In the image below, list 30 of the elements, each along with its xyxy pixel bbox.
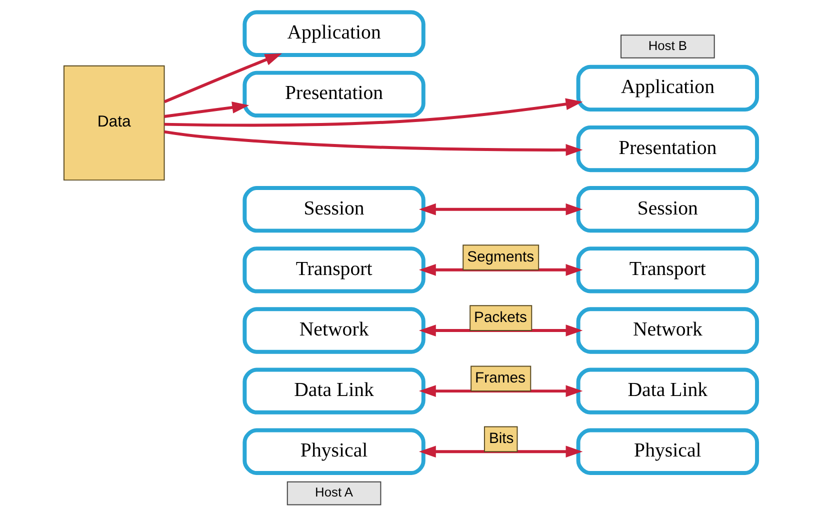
arrow <box>164 130 582 156</box>
arrow <box>418 385 582 397</box>
arrow <box>164 102 249 118</box>
node-box: Network <box>242 307 425 354</box>
edge-label: Frames <box>474 370 525 387</box>
edge-label: Segments <box>466 249 534 266</box>
node-box: Physical <box>242 428 425 475</box>
node-box: Transport <box>576 246 759 294</box>
node-box: Network <box>576 307 759 354</box>
arrow <box>418 324 582 336</box>
node-box: Data Link <box>242 368 425 414</box>
node-box: Presentation <box>242 70 425 118</box>
node-box: Application <box>242 10 425 57</box>
node-box: Session <box>576 186 759 233</box>
arrow <box>164 98 582 127</box>
node-box: Data Link <box>576 368 759 414</box>
node-box: Presentation <box>576 125 759 172</box>
edge-label: Packets <box>474 310 526 326</box>
arrow <box>418 203 582 216</box>
node-box: Host A <box>286 481 381 506</box>
node-box: Application <box>576 64 759 112</box>
node-box: Transport <box>242 246 425 294</box>
node-box: Data <box>62 65 164 181</box>
edge-label: Bits <box>488 431 514 448</box>
arrow <box>163 53 282 104</box>
node-box: Session <box>242 186 425 233</box>
node-box: Host B <box>620 34 714 58</box>
arrow <box>418 446 582 458</box>
node-box: Physical <box>576 428 759 475</box>
arrow <box>418 264 582 276</box>
